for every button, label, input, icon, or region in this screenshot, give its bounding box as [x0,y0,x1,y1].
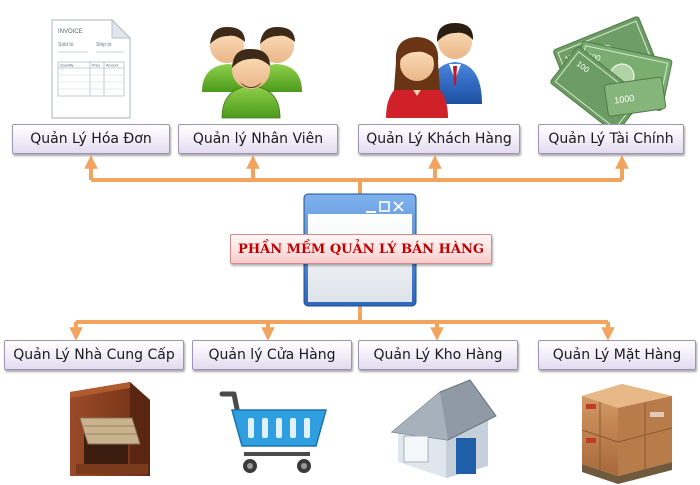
invoice-sold-to: Sold to [58,42,74,48]
invoice-title: INVOICE [58,29,83,35]
invoice-icon: INVOICE Sold to Ship to Quantity Price A… [51,18,132,119]
employees-icon [202,26,302,119]
module-product-management[interactable]: Quản Lý Mặt Hàng [538,340,696,370]
shopping-cart-icon [219,391,327,473]
module-invoice-management[interactable]: Quản Lý Hóa Đơn [12,124,170,154]
money-denomination-2: 100 [586,51,601,63]
center-software-label[interactable]: PHẦN MỀM QUẢN LÝ BÁN HÀNG [230,234,492,264]
module-supplier-management[interactable]: Quản Lý Nhà Cung Cấp [4,340,184,370]
money-icon: 100 100 100 1000 [550,16,673,134]
cargo-boxes-icon [581,384,673,484]
module-finance-management[interactable]: Quản Lý Tài Chính [538,124,684,154]
bottom-connectors [69,306,615,341]
money-denomination-4: 1000 [614,93,635,106]
invoice-col-price: Price [92,64,100,68]
warehouse-house-icon [390,379,497,478]
module-customer-management[interactable]: Quản Lý Khách Hàng [358,124,520,154]
module-store-management[interactable]: Quản lý Cửa Hàng [192,340,352,370]
module-warehouse-management[interactable]: Quản Lý Kho Hàng [358,340,518,370]
invoice-ship-to: Ship to [96,42,112,48]
module-employee-management[interactable]: Quản lý Nhân Viên [178,124,338,154]
invoice-col-quantity: Quantity [60,64,74,68]
supplier-building-icon [70,382,150,476]
top-connectors [84,155,629,194]
invoice-col-amount: Amount [106,64,118,68]
customers-icon [386,23,482,118]
